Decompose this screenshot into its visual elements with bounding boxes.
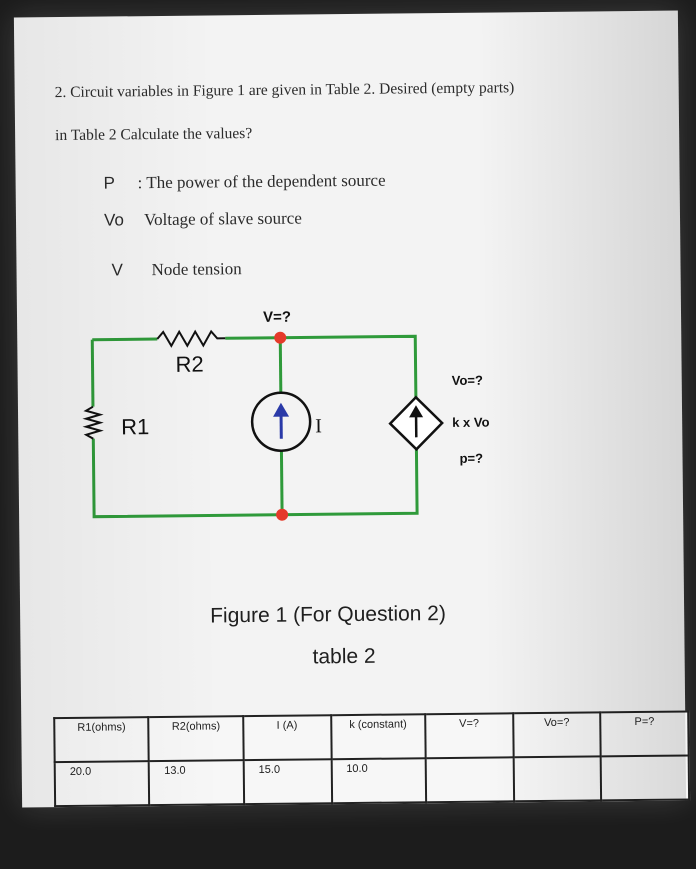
table-cell: 15.0 — [243, 759, 332, 805]
resistor-r1 — [82, 405, 104, 440]
label-p: p=? — [459, 451, 483, 466]
label-r1: R1 — [121, 414, 149, 439]
figure-caption: Figure 1 (For Question 2) — [210, 602, 447, 628]
circuit-wires — [90, 334, 419, 519]
table-header-cell: V=? — [425, 713, 514, 759]
label-r2: R2 — [175, 352, 203, 377]
table-header-cell: Vo=? — [512, 712, 601, 758]
label-v-node: V=? — [263, 309, 291, 326]
table-header-cell: R2(ohms) — [148, 716, 244, 762]
current-source — [250, 391, 312, 452]
node-bottom — [276, 508, 289, 521]
table-cell: 10.0 — [331, 758, 427, 804]
node-top — [274, 331, 287, 344]
table-header-row: R1(ohms) R2(ohms) I (A) k (constant) V=?… — [54, 711, 689, 763]
table-row: 20.0 13.0 15.0 10.0 — [54, 755, 690, 807]
table-cell — [513, 756, 602, 802]
circuit-diagram: V=? R2 R1 I Vo=? k x Vo p=? — [82, 309, 490, 521]
table-header-cell: R1(ohms) — [54, 717, 150, 763]
resistor-r2 — [156, 329, 226, 348]
label-current: I — [315, 415, 322, 437]
table-cell — [600, 755, 690, 801]
table-cell — [425, 757, 514, 803]
table-cell: 13.0 — [149, 760, 244, 806]
table-caption: table 2 — [312, 644, 376, 669]
table-header-cell: P=? — [600, 711, 689, 757]
label-k-vo: k x Vo — [452, 415, 490, 430]
dependent-source — [388, 395, 444, 452]
table-header-cell: I (A) — [243, 715, 332, 761]
table-cell: 20.0 — [54, 761, 150, 807]
values-table: R1(ohms) R2(ohms) I (A) k (constant) V=?… — [53, 710, 691, 808]
label-vo: Vo=? — [452, 373, 483, 388]
question-page: 2. Circuit variables in Figure 1 are giv… — [13, 10, 691, 808]
table-header-cell: k (constant) — [330, 714, 426, 760]
